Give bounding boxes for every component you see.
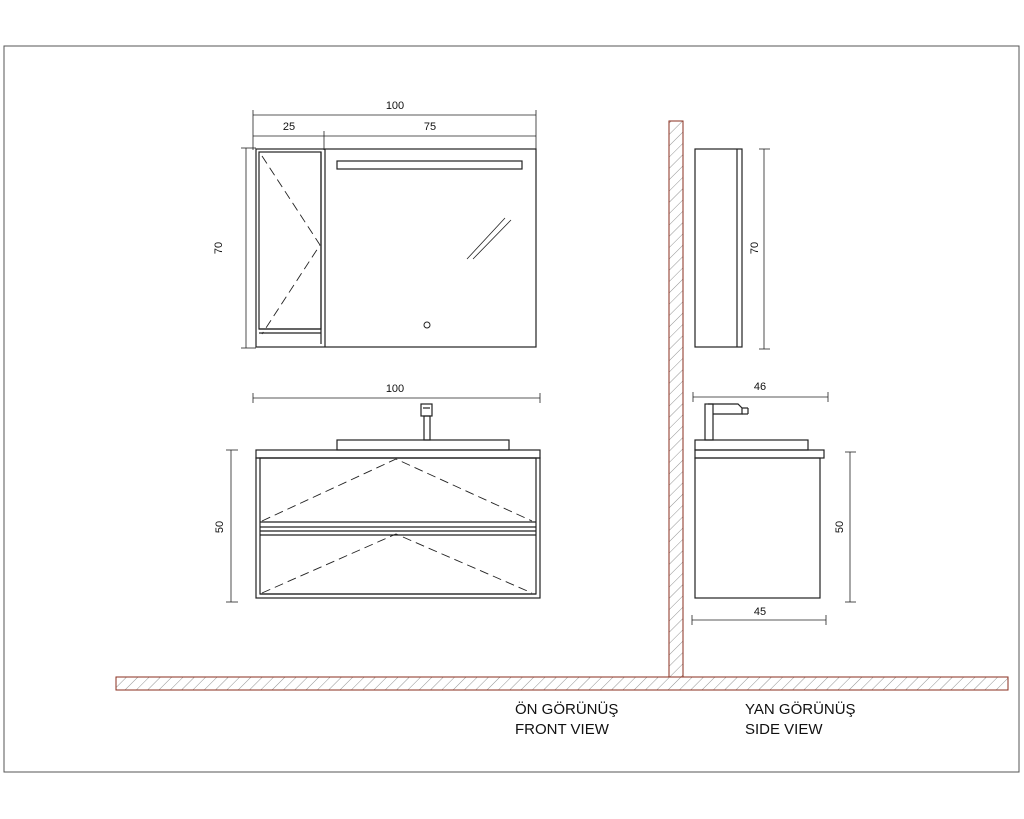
faucet-handle xyxy=(420,403,433,417)
dim-side-bottom-depth: 45 xyxy=(754,606,766,618)
dim-side-height: 70 xyxy=(749,242,761,254)
dim-vanity-height: 50 xyxy=(214,521,226,533)
side-vanity-unit: 46 50 45 xyxy=(691,381,856,625)
countertop xyxy=(255,449,541,459)
dim-side-vanity-height: 50 xyxy=(834,521,846,533)
side-basin xyxy=(694,439,809,451)
caption-side-tr: YAN GÖRÜNÜŞ xyxy=(745,700,856,718)
caption-side-en: SIDE VIEW xyxy=(745,721,823,738)
wall-hatch xyxy=(668,120,684,678)
dim-total-width: 100 xyxy=(386,100,404,112)
lower-drawer-dashes xyxy=(261,533,533,594)
side-countertop xyxy=(694,449,825,459)
front-vanity-unit: 100 50 xyxy=(214,383,541,603)
side-vanity-body xyxy=(694,457,821,599)
basin xyxy=(336,439,510,451)
caption-front-en: FRONT VIEW xyxy=(515,721,610,738)
mirror-reflection-mark xyxy=(466,217,506,260)
faucet-body xyxy=(423,415,431,441)
upper-drawer-dashes xyxy=(261,458,533,522)
side-mirror-outline xyxy=(694,148,743,348)
side-faucet-body xyxy=(704,403,714,441)
touch-switch-icon xyxy=(423,321,431,329)
mirror-cabinet-outline xyxy=(255,148,537,348)
side-mirror-cabinet: 70 xyxy=(694,148,770,350)
dim-left-width: 25 xyxy=(283,121,295,133)
drawing-frame xyxy=(3,45,1020,773)
door-hinge-dashes xyxy=(261,155,321,335)
dim-height: 70 xyxy=(213,242,225,254)
led-light-bar xyxy=(336,160,523,170)
dim-side-top-depth: 46 xyxy=(754,381,766,393)
dim-right-width: 75 xyxy=(424,121,436,133)
floor-hatch xyxy=(115,676,1009,691)
side-cabinet-door xyxy=(258,151,322,330)
vanity-body xyxy=(255,457,541,599)
dim-vanity-width: 100 xyxy=(386,383,404,395)
caption-front-tr: ÖN GÖRÜNÜŞ xyxy=(515,700,618,718)
front-mirror-cabinet: 100 25 75 70 xyxy=(213,100,537,349)
